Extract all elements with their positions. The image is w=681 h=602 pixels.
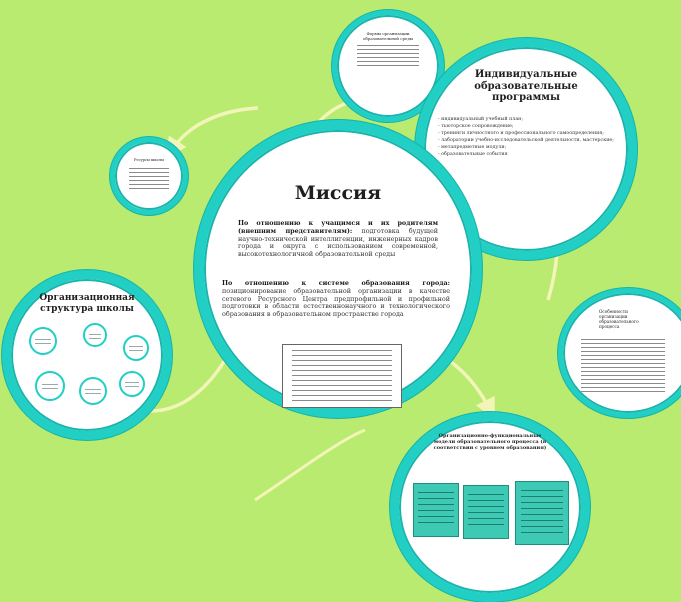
models-title: Организационно-функциональные модели обр…	[433, 433, 547, 451]
org-title: Организационная структура школы	[39, 293, 135, 314]
mission-document[interactable]	[282, 344, 402, 408]
right-small-title: Особенности организации образовательного…	[599, 309, 639, 329]
org-node[interactable]	[79, 377, 107, 405]
org-node[interactable]	[29, 327, 57, 355]
right-small-circle[interactable]: Особенности организации образовательного…	[558, 288, 681, 418]
arrow-bottom-curve	[254, 428, 366, 502]
mission-title: Миссия	[294, 182, 382, 204]
org-structure-circle[interactable]: Организационная структура школы	[2, 270, 172, 440]
prezi-canvas: Формы организации образовательной среды …	[2, 10, 681, 602]
individual-item: - образовательные события	[438, 152, 508, 157]
individual-item: - лаборатории учебно-исследовательской д…	[438, 138, 614, 143]
individual-item: - индивидуальный учебный план;	[438, 117, 523, 122]
model-thumbnail[interactable]	[515, 481, 569, 545]
model-thumbnail[interactable]	[463, 485, 509, 539]
individual-item: - метапредметные модули;	[438, 145, 507, 150]
top-small-title: Формы организации образовательной среды	[362, 31, 414, 41]
mission-circle[interactable]: Миссия По отношению к учащимся и их роди…	[194, 120, 482, 418]
models-circle[interactable]: Организационно-функциональные модели обр…	[390, 412, 590, 602]
org-node[interactable]	[123, 335, 149, 361]
mission-p1-bold: По отношению к учащимся и их родителям (…	[238, 219, 438, 235]
arrow-to-left-small	[166, 106, 259, 159]
individual-item: - тренинги личностного и профессионально…	[438, 131, 604, 136]
mission-paragraph-2: По отношению к системе образования город…	[222, 279, 450, 319]
org-node[interactable]	[119, 371, 145, 397]
org-node[interactable]	[83, 323, 107, 347]
model-thumbnail[interactable]	[413, 483, 459, 537]
left-small-title: Ресурсы школы	[134, 158, 164, 162]
mission-p1-text: подготовка будущей научно-технической ин…	[238, 226, 438, 259]
org-node[interactable]	[35, 371, 65, 401]
individual-item: - тьюторское сопровождение;	[438, 124, 514, 129]
mission-p2-bold: По отношению к системе образования город…	[222, 279, 450, 287]
individual-title: Индивидуальные образовательные программы	[474, 69, 578, 103]
individual-list: - индивидуальный учебный план; - тьюторс…	[438, 117, 614, 159]
left-small-circle[interactable]: Ресурсы школы	[110, 137, 188, 215]
mission-paragraph-1: По отношению к учащимся и их родителям (…	[238, 219, 438, 259]
mission-p2-text: позиционирование образовательной организ…	[222, 286, 450, 319]
